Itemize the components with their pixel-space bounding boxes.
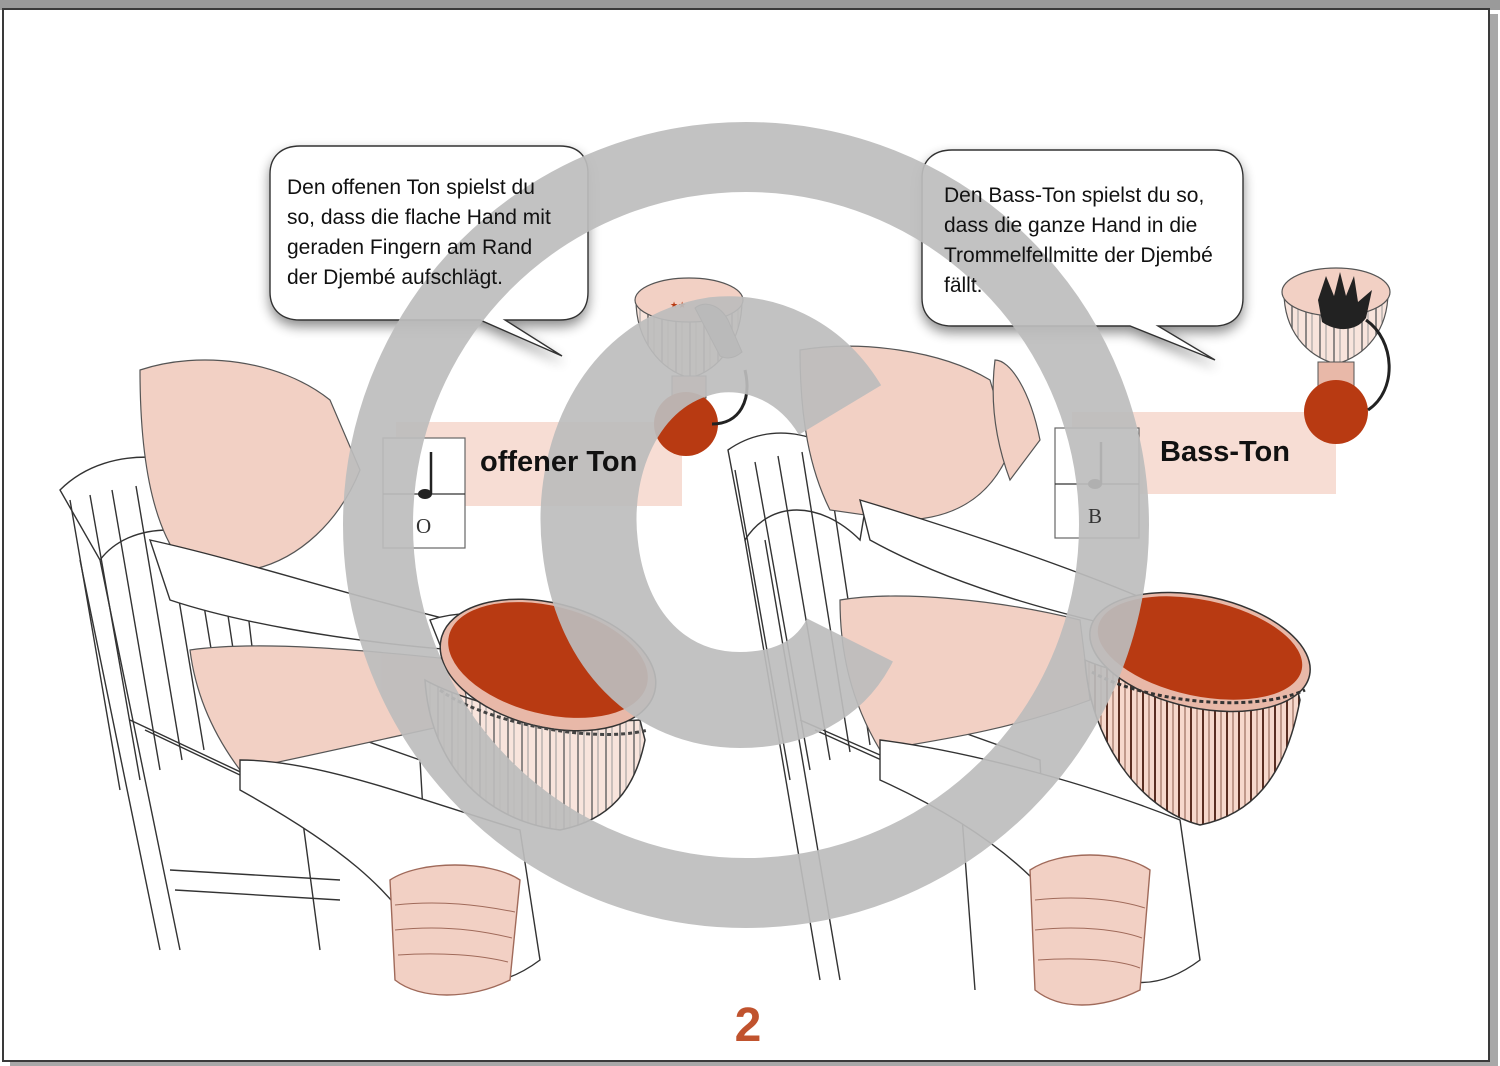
frame-top-bar — [0, 0, 1500, 10]
page-number: 2 — [734, 999, 762, 1052]
copyright-icon — [343, 122, 1149, 928]
page-frame — [2, 8, 1490, 1062]
left-note-letter: O — [416, 514, 432, 538]
frame-shadow-right — [1490, 14, 1498, 1066]
right-drum — [1084, 591, 1311, 826]
frame-shadow-bottom — [10, 1062, 1498, 1066]
right-note-letter: B — [1088, 504, 1103, 528]
bass-hand-icon — [1281, 267, 1391, 444]
left-bubble-text: Den offenen Ton spielst du so, dass die … — [287, 176, 551, 289]
right-bubble-text: Den Bass-Ton spielst du so, dass die gan… — [944, 184, 1213, 297]
left-label: offener Ton — [480, 446, 638, 478]
right-label: Bass-Ton — [1160, 436, 1290, 468]
